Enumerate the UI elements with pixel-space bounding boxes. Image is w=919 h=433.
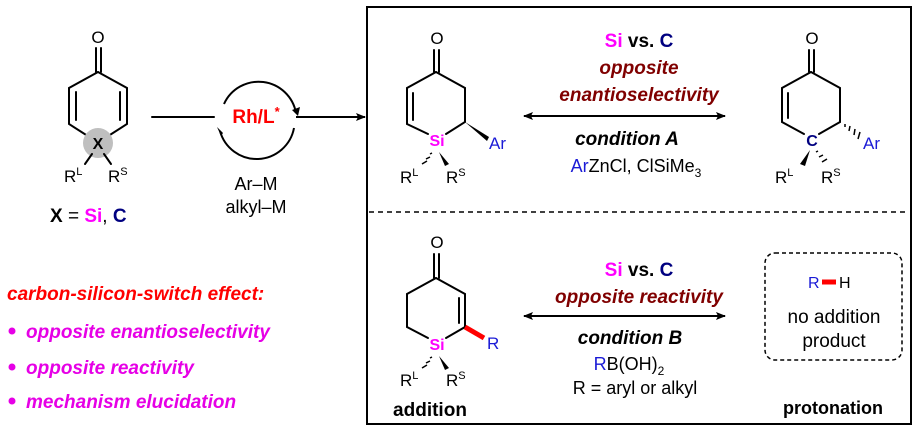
si-vs-c-heading-b: Si vs. C: [605, 260, 674, 281]
h-label: H: [839, 275, 851, 292]
rs-label: RS: [446, 167, 466, 187]
effect-line-b: opposite reactivity: [555, 287, 724, 308]
x-atom-label: X: [93, 136, 104, 153]
carbonyl-oxygen: O: [91, 28, 104, 47]
r-group-label: R: [487, 334, 499, 353]
condition-b-label: condition B: [578, 328, 683, 349]
reagent-aryl-metal: Ar–M: [234, 174, 277, 194]
catalyst-arrow: Rh/L* Ar–M alkyl–M: [151, 80, 366, 217]
wedge-bond-rs: [439, 152, 449, 166]
rl-label: RL: [775, 167, 793, 187]
catalyst-label: Rh/L*: [232, 104, 280, 128]
carbonyl-oxygen: O: [430, 233, 443, 252]
ring-left: [781, 71, 812, 135]
addition-caption: addition: [393, 400, 467, 421]
aryl-label: Ar: [863, 134, 880, 153]
c-atom-label: C: [806, 133, 818, 150]
cycle-arrowhead-left: [217, 127, 223, 136]
hash-bond-ar: [844, 124, 861, 140]
wedge-bond-rs: [439, 356, 449, 370]
c-product-a: O C Ar RL RS: [775, 29, 880, 187]
catalytic-cycle-arc-bottom: [219, 127, 295, 160]
rs-bond: [103, 153, 112, 165]
no-addition-line1: no addition: [788, 307, 881, 328]
rs-label: RS: [446, 370, 466, 390]
bullet-dot: [8, 363, 16, 371]
hash-bond-rl: [421, 356, 433, 369]
effect-title: carbon-silicon-switch effect:: [7, 284, 264, 305]
condition-a-label: condition A: [575, 129, 679, 150]
ring-right: [435, 277, 466, 339]
panel-a: O Si Ar RL RS Si vs. C opposite enantios…: [400, 29, 880, 187]
si-vs-c-heading-a: Si vs. C: [605, 31, 674, 52]
substrate-x-definition: X = Si, C: [50, 206, 127, 227]
hash-bond-rs: [815, 150, 828, 163]
rl-label: RL: [400, 167, 418, 187]
r-definition: R = aryl or alkyl: [573, 378, 698, 398]
ring-left: [68, 71, 99, 141]
aryl-label: Ar: [489, 134, 506, 153]
wedge-bond-ar: [465, 122, 489, 141]
cycle-arrowhead-right: [292, 107, 300, 116]
si-product-b: O Si R RL RS addition: [393, 233, 499, 421]
new-c-r-bond: [463, 324, 486, 341]
effect-bullet-2: opposite reactivity: [26, 358, 195, 379]
carbonyl-oxygen: O: [430, 29, 443, 48]
ring-right: [810, 71, 841, 135]
rl-bond: [84, 153, 93, 165]
si-product-a: O Si Ar RL RS: [400, 29, 506, 187]
reagent-alkyl-metal: alkyl–M: [225, 197, 286, 217]
results-frame: [366, 6, 912, 425]
ring-left: [406, 71, 437, 135]
effect-bullet-1: opposite enantioselectivity: [26, 322, 271, 343]
reagents-a: ArZnCl, ClSiMe3: [571, 156, 702, 180]
si-atom-label: Si: [429, 337, 444, 354]
bullet-dot: [8, 397, 16, 405]
x-atom-highlight: [83, 128, 113, 158]
effect-line-1-a: opposite: [599, 58, 679, 79]
ring-right: [97, 71, 128, 141]
effect-bullet-3: mechanism elucidation: [26, 392, 236, 413]
catalytic-cycle-arc-top: [223, 80, 297, 114]
rs-label: RS: [821, 167, 841, 187]
no-addition-box: [764, 252, 903, 361]
r-label: R: [808, 275, 820, 292]
si-atom-label: Si: [429, 133, 444, 150]
hash-bond-rl: [421, 152, 433, 165]
substrate-structure: O X RL RS X = Si, C: [50, 28, 128, 227]
rl-label: RL: [64, 166, 82, 186]
rs-label: RS: [108, 166, 128, 186]
no-addition-line2: product: [802, 331, 866, 352]
ring-left: [406, 277, 437, 339]
reagents-b: RB(OH)2: [594, 354, 665, 378]
bullet-dot: [8, 327, 16, 335]
panel-b: O Si R RL RS addition Si vs. C opposite …: [393, 233, 903, 421]
protonation-caption: protonation: [783, 398, 883, 418]
carbonyl-oxygen: O: [805, 29, 818, 48]
ring-right: [435, 71, 466, 135]
rl-label: RL: [400, 370, 418, 390]
effect-summary: carbon-silicon-switch effect: opposite e…: [7, 284, 271, 413]
wedge-bond-rl: [800, 150, 810, 166]
effect-line-2-a: enantioselectivity: [559, 85, 720, 106]
